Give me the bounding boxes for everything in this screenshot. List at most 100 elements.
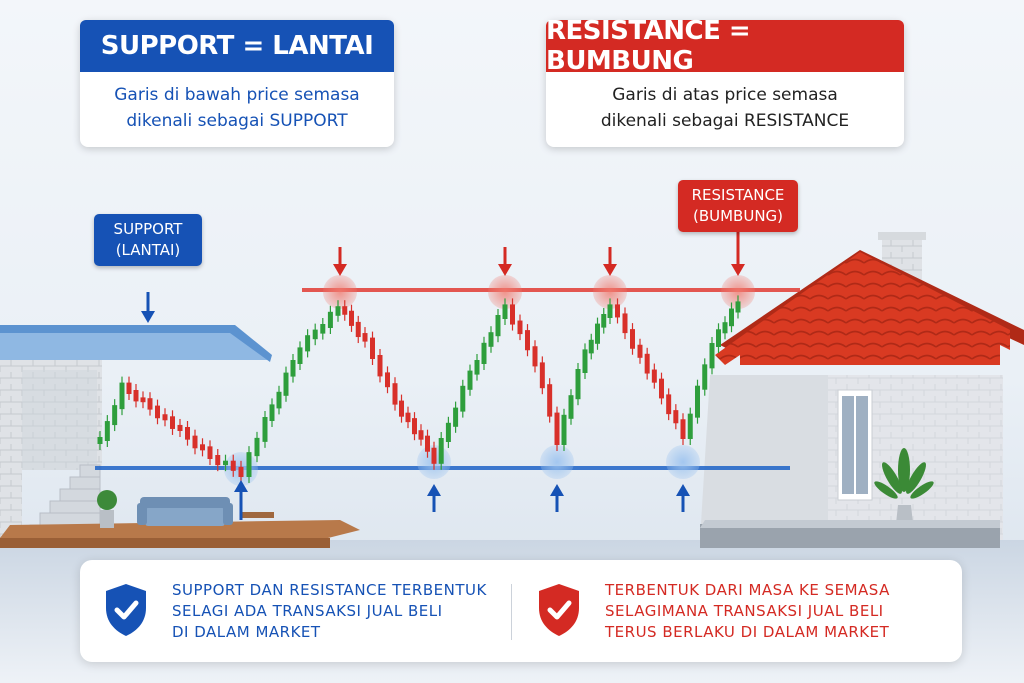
divider	[511, 584, 512, 640]
bullish-candle	[269, 404, 275, 421]
bearish-candle	[185, 427, 190, 440]
support-card-description: Garis di bawah price semasa dikenali seb…	[80, 82, 394, 134]
bullish-candle	[262, 417, 268, 442]
bearish-candle	[133, 390, 139, 402]
bearish-candle	[177, 424, 183, 431]
bullish-candle	[481, 342, 487, 364]
bullish-candle	[276, 391, 282, 409]
bottom-left-line2: SELAGI ADA TRANSAKSI JUAL BELI	[172, 602, 443, 620]
bullish-candle	[582, 349, 588, 373]
bullish-candle	[729, 308, 734, 327]
bearish-candle	[200, 444, 205, 451]
bearish-candle	[666, 394, 672, 415]
support-card: SUPPORT = LANTAI Garis di bawah price se…	[80, 20, 394, 147]
bearish-candle	[615, 304, 620, 318]
bottom-left-line3: DI DALAM MARKET	[172, 623, 321, 641]
bullish-candle	[254, 437, 260, 457]
bearish-candle	[162, 414, 168, 421]
bearish-candle	[342, 306, 348, 315]
down-arrow-icon	[603, 247, 617, 276]
bullish-candle	[722, 322, 728, 334]
bottom-right-line1: TERBENTUK DARI MASA KE SEMASA	[605, 581, 890, 599]
bearish-candle	[170, 416, 175, 429]
bullish-candle	[438, 438, 444, 464]
bullish-candle	[595, 323, 600, 344]
bearish-candle	[637, 344, 643, 358]
bullish-candle	[104, 421, 110, 441]
bullish-candle	[735, 301, 741, 313]
down-arrow-icon	[731, 232, 745, 276]
bullish-candle	[488, 332, 494, 347]
resistance-arrows	[333, 232, 745, 276]
bullish-candle	[607, 304, 613, 318]
resistance-card-line2: dikenali sebagai RESISTANCE	[600, 111, 850, 131]
bullish-candle	[119, 382, 125, 410]
up-arrow-icon	[234, 480, 248, 520]
bullish-candle	[568, 395, 574, 419]
bullish-candle	[502, 304, 508, 319]
bottom-left-line1: SUPPORT DAN RESISTANCE TERBENTUK	[172, 581, 487, 599]
shield-check-icon	[106, 584, 146, 636]
bearish-candle	[385, 372, 390, 388]
bullish-candle	[716, 329, 721, 347]
bullish-candle	[297, 347, 303, 364]
bearish-candle	[238, 466, 244, 477]
bullish-candle	[575, 369, 581, 400]
resistance-tag-line1: RESISTANCE	[691, 186, 785, 204]
support-card-title: SUPPORT = LANTAI	[80, 20, 394, 72]
bearish-candle	[412, 418, 417, 435]
bearish-candle	[405, 412, 411, 423]
candlestick-chart	[97, 295, 741, 483]
bearish-candle	[630, 329, 635, 349]
bearish-candle	[547, 384, 553, 417]
support-tag: SUPPORT (LANTAI)	[94, 214, 202, 266]
support-touch-points	[224, 445, 700, 486]
bullish-candle	[97, 437, 103, 444]
bullish-candle	[495, 315, 501, 337]
bottom-right-line2: SELAGIMANA TRANSAKSI JUAL BELI	[605, 602, 884, 620]
up-arrow-icon	[427, 484, 441, 512]
bullish-candle	[246, 452, 252, 477]
resistance-touch-points	[323, 275, 755, 309]
bullish-candle	[445, 422, 451, 442]
bearish-candle	[659, 378, 664, 399]
support-card-line1: Garis di bawah price semasa	[114, 85, 360, 105]
right-house	[700, 232, 1024, 548]
bottom-left-text: SUPPORT DAN RESISTANCE TERBENTUK SELAGI …	[172, 580, 487, 643]
bearish-candle	[370, 337, 375, 359]
bullish-candle	[460, 385, 466, 412]
resistance-card-description: Garis di atas price semasa dikenali seba…	[546, 82, 904, 134]
bearish-candle	[147, 398, 153, 410]
bearish-candle	[554, 412, 560, 445]
bullish-candle	[112, 405, 118, 426]
bullish-candle	[283, 372, 289, 396]
bullish-candle	[474, 360, 480, 375]
bullish-candle	[709, 343, 715, 369]
bearish-candle	[355, 321, 361, 338]
bearish-candle	[362, 333, 368, 342]
bearish-candle	[644, 353, 650, 374]
bullish-candle	[695, 385, 700, 418]
bearish-candle	[517, 320, 523, 335]
bearish-candle	[673, 410, 679, 424]
bullish-candle	[561, 414, 567, 445]
bearish-candle	[140, 397, 146, 403]
support-tag-line1: SUPPORT	[113, 220, 183, 238]
bearish-candle	[525, 330, 530, 351]
bullish-candle	[702, 364, 708, 390]
bearish-candle	[207, 446, 213, 459]
bearish-candle	[349, 310, 354, 326]
bullish-candle	[327, 311, 333, 328]
support-tag-line2: (LANTAI)	[115, 241, 181, 259]
bearish-candle	[215, 455, 221, 466]
bullish-candle	[312, 329, 318, 340]
resistance-tag: RESISTANCE (BUMBUNG)	[678, 180, 798, 232]
bottom-info-panel: SUPPORT DAN RESISTANCE TERBENTUK SELAGI …	[80, 560, 962, 662]
resistance-card-line1: Garis di atas price semasa	[612, 85, 838, 105]
left-building	[0, 325, 360, 548]
bearish-candle	[192, 435, 198, 449]
bullish-candle	[687, 413, 693, 439]
bearish-candle	[230, 460, 236, 471]
bullish-candle	[305, 335, 311, 352]
bullish-candle	[223, 460, 228, 466]
